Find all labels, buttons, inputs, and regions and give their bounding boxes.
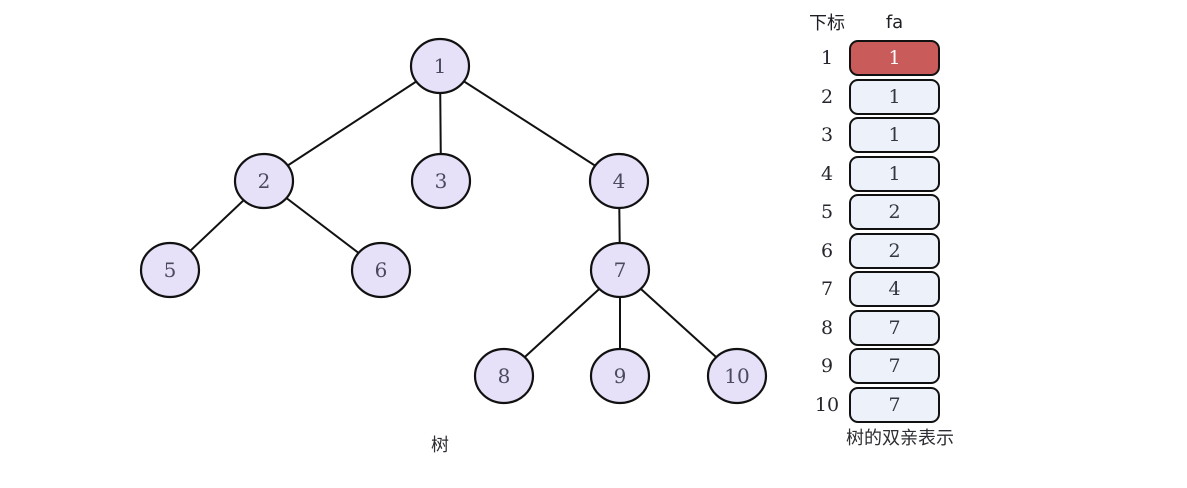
row-index-label: 2 — [820, 85, 834, 108]
row-index-label: 6 — [820, 239, 834, 262]
tree-edge-1-2 — [263, 65, 441, 182]
tree-node-3: 3 — [410, 152, 472, 210]
tree-node-circle — [350, 241, 412, 299]
tree-node-circle — [409, 37, 471, 95]
tree-node-circle — [589, 241, 651, 299]
tree-node-label: 3 — [435, 169, 448, 193]
fa-cell: 2 — [849, 194, 940, 230]
tree-node-label: 8 — [498, 364, 511, 388]
tree-node-10: 10 — [706, 347, 768, 405]
tree-node-label: 10 — [724, 364, 749, 388]
fa-cell-highlighted: 1 — [849, 40, 940, 76]
tree-node-label: 4 — [613, 169, 626, 193]
fa-cell: 2 — [849, 232, 940, 269]
row-index-label: 8 — [820, 316, 834, 339]
tree-node-circle — [233, 152, 295, 210]
tree-node-circle — [473, 347, 535, 405]
tree-node-2: 2 — [233, 152, 295, 210]
row-index-label: 5 — [820, 201, 834, 223]
tree-node-label: 2 — [258, 169, 271, 193]
tree-node-7: 7 — [589, 241, 651, 299]
table-row: 10 7 — [805, 386, 945, 423]
tree-node-circle — [139, 241, 201, 299]
tree-node-label: 9 — [614, 364, 627, 388]
row-index-label: 4 — [820, 162, 834, 185]
fa-cell: 7 — [849, 309, 940, 346]
fa-cell: 7 — [849, 386, 940, 423]
tree-node-circle — [410, 152, 472, 210]
col-header-fa: fa — [885, 11, 904, 33]
tree-node-label: 7 — [614, 258, 627, 282]
fa-cell: 1 — [849, 78, 940, 115]
row-index-label: 3 — [820, 124, 834, 146]
row-index-label: 1 — [820, 47, 834, 69]
tree-edge-1-4 — [439, 65, 620, 182]
tree-node-5: 5 — [139, 241, 201, 299]
row-index-label: 10 — [814, 393, 840, 416]
tree-node-circle — [706, 347, 768, 405]
tree-node-label: 1 — [434, 54, 447, 78]
fa-cell: 4 — [849, 271, 940, 307]
tree-node-label: 6 — [375, 258, 388, 282]
tree-node-8: 8 — [473, 347, 535, 405]
fa-cell: 7 — [849, 348, 940, 384]
row-index-label: 7 — [820, 278, 834, 300]
tree-node-9: 9 — [589, 347, 651, 405]
tree-caption: 树 — [431, 435, 449, 456]
tree-node-circle — [588, 152, 650, 210]
table-header: 下标 fa — [805, 10, 945, 35]
tree-node-1: 1 — [409, 37, 471, 95]
tree-node-circle — [589, 347, 651, 405]
row-index-label: 9 — [820, 355, 834, 377]
table-caption: 树的双亲表示 — [846, 428, 954, 449]
tree-node-6: 6 — [350, 241, 412, 299]
col-header-index: 下标 — [809, 13, 845, 34]
fa-cell: 1 — [849, 155, 940, 192]
tree-node-label: 5 — [164, 258, 177, 282]
fa-cell: 1 — [849, 117, 940, 153]
tree-node-4: 4 — [588, 152, 650, 210]
